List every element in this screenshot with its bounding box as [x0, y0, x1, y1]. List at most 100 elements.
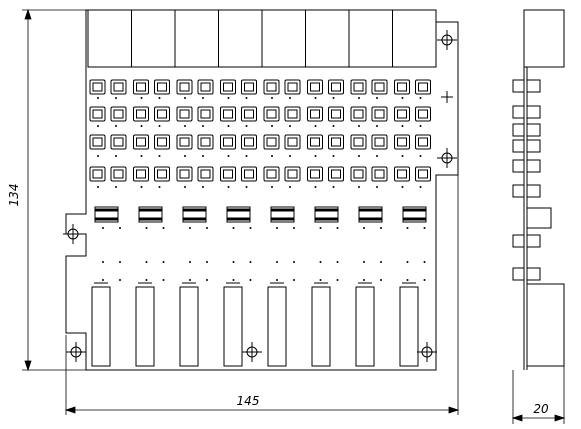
- smd-component: [89, 79, 106, 95]
- solder-dot: [419, 125, 422, 127]
- smd-body: [328, 106, 344, 122]
- smd-body: [415, 106, 431, 122]
- smd-body: [394, 166, 410, 182]
- depth-dimension-label: 20: [533, 402, 549, 416]
- smd-inner: [353, 109, 364, 119]
- side-bottom-block: [526, 283, 565, 367]
- smd-inner: [223, 109, 233, 119]
- smd-body: [307, 106, 323, 122]
- solder-dot: [162, 279, 165, 281]
- smd-component: [89, 134, 106, 150]
- smd-inner: [244, 137, 254, 147]
- connector-body: [311, 286, 331, 367]
- solder-dot: [140, 125, 143, 127]
- smd-inner: [331, 82, 341, 92]
- smd-body: [133, 79, 149, 95]
- smd-body: [284, 166, 301, 182]
- smd-body: [371, 79, 388, 95]
- solder-dot: [158, 155, 161, 157]
- smd-component: [263, 106, 280, 122]
- side-view: [512, 9, 565, 370]
- smd-inner: [223, 82, 233, 92]
- solder-dot: [271, 186, 273, 188]
- side-tab: [526, 123, 541, 137]
- solder-dot: [119, 279, 121, 281]
- relay: [305, 9, 350, 68]
- ic-body: [314, 206, 339, 223]
- side-tab: [526, 139, 541, 153]
- smd-body: [176, 106, 193, 122]
- solder-dot: [332, 186, 335, 188]
- connector-row: [91, 282, 419, 367]
- relay: [131, 9, 176, 68]
- side-tab: [512, 105, 525, 119]
- smd-component: [307, 79, 323, 95]
- solder-dot: [319, 279, 322, 281]
- smd-component: [241, 79, 257, 95]
- smd-body: [328, 166, 344, 182]
- solder-dot: [97, 97, 99, 99]
- side-tab: [512, 184, 525, 198]
- side-tab: [512, 267, 525, 281]
- smd-component: [328, 134, 344, 150]
- solder-dot: [202, 186, 204, 188]
- smd-inner: [397, 169, 407, 179]
- ic-chip: [358, 206, 383, 223]
- solder-dot: [245, 186, 248, 188]
- width-dimension-label: 145: [237, 394, 260, 408]
- smd-inner: [200, 82, 211, 92]
- smd-inner: [113, 137, 124, 147]
- smd-component: [133, 134, 149, 150]
- smd-component: [220, 166, 236, 182]
- smd-inner: [287, 82, 298, 92]
- smd-body: [133, 166, 149, 182]
- solder-dot: [293, 261, 295, 263]
- connector: [355, 282, 375, 367]
- smd-component: [350, 134, 367, 150]
- solder-dot: [249, 279, 252, 281]
- smd-body: [89, 134, 106, 150]
- solder-dot: [145, 279, 148, 281]
- side-tab: [526, 79, 541, 93]
- solder-dot: [202, 125, 204, 127]
- ic-row: [94, 206, 427, 223]
- solder-dot: [189, 261, 191, 263]
- solder-dot: [227, 125, 230, 127]
- solder-dot: [189, 279, 191, 281]
- smd-body: [110, 134, 127, 150]
- smd-component: [154, 79, 170, 95]
- relay-bank: [87, 9, 437, 68]
- solder-dot: [119, 261, 121, 263]
- smd-body: [307, 166, 323, 182]
- smd-inner: [244, 109, 254, 119]
- smd-body: [197, 134, 214, 150]
- solder-dot: [363, 227, 365, 229]
- smd-inner: [200, 169, 211, 179]
- smd-component: [415, 106, 431, 122]
- smd-body: [110, 79, 127, 95]
- smd-inner: [157, 137, 167, 147]
- smd-body: [176, 166, 193, 182]
- solder-dot: [206, 227, 208, 229]
- smd-body: [133, 106, 149, 122]
- solder-dot: [423, 279, 426, 281]
- solder-dot: [336, 261, 339, 263]
- smd-inner: [397, 82, 407, 92]
- smd-inner: [223, 169, 233, 179]
- smd-inner: [353, 137, 364, 147]
- smd-component: [176, 106, 193, 122]
- solder-dot: [140, 155, 143, 157]
- connector: [267, 282, 287, 367]
- mounting-hole: [417, 342, 437, 362]
- ic-chip: [94, 206, 119, 223]
- smd-body: [394, 134, 410, 150]
- side-tab: [526, 267, 541, 281]
- relay: [174, 9, 219, 68]
- solder-dot: [245, 97, 248, 99]
- solder-dot: [102, 227, 104, 229]
- smd-inner: [331, 137, 341, 147]
- smd-body: [415, 134, 431, 150]
- solder-dot: [423, 227, 426, 229]
- connector-body: [267, 286, 287, 367]
- height-dimension-label: 134: [7, 184, 21, 207]
